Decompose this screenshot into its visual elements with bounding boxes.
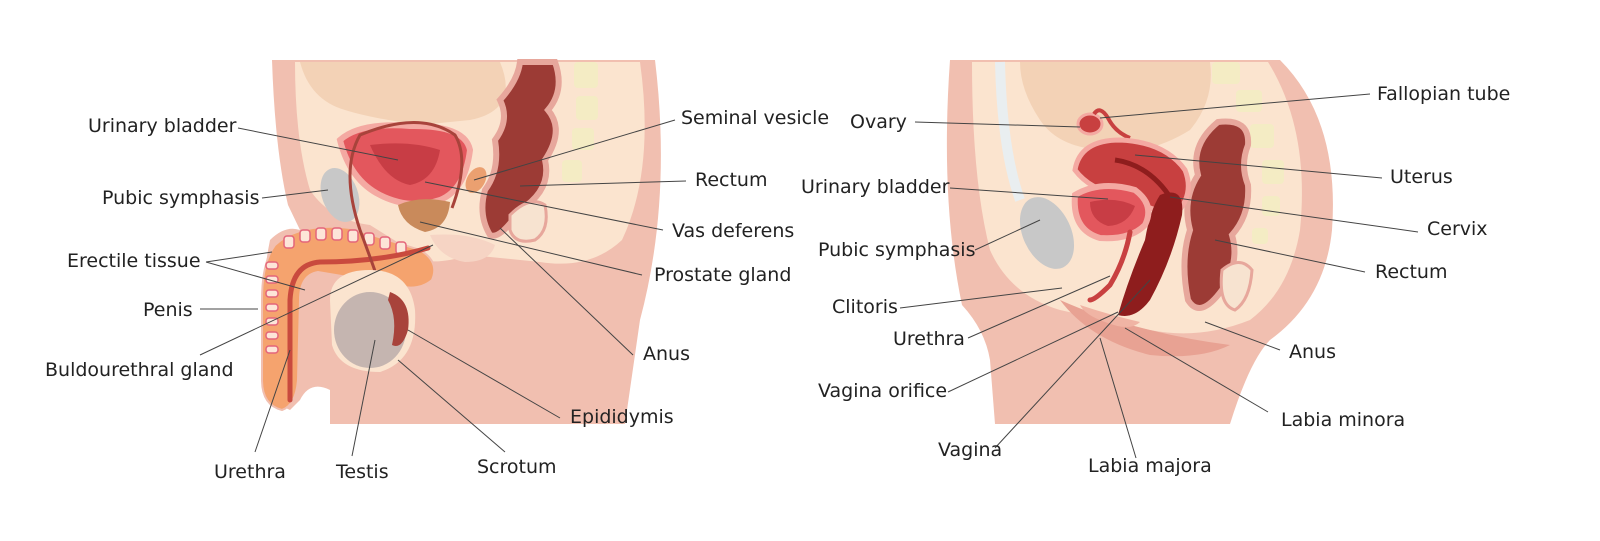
label-male-penis: Penis [143, 299, 193, 321]
male-epididymis [388, 292, 409, 346]
female-labels: Ovary Urinary bladder Pubic symphasis Cl… [801, 83, 1510, 477]
leader-lines [199, 93, 1419, 459]
female-figure [946, 60, 1333, 424]
male-prostate [398, 199, 450, 232]
female-vagina [1118, 192, 1183, 316]
label-female-vagina-orifice: Vagina orifice [818, 380, 947, 402]
label-female-clitoris: Clitoris [832, 296, 898, 318]
male-vas-deferens [348, 121, 464, 301]
label-female-cervix: Cervix [1427, 218, 1488, 240]
female-labia-majora [1060, 300, 1230, 357]
label-female-ovary: Ovary [850, 111, 907, 133]
female-pubic-bone [1019, 197, 1075, 269]
male-sacrum [562, 62, 598, 182]
label-female-fallopian-tube: Fallopian tube [1377, 83, 1510, 105]
label-male-epididymis: Epididymis [570, 406, 674, 428]
label-male-scrotum: Scrotum [477, 456, 557, 478]
label-female-vagina: Vagina [938, 439, 1002, 461]
label-male-buldourethral-gland: Buldourethral gland [45, 359, 234, 381]
male-labels: Urinary bladder Pubic symphasis Erectile… [45, 107, 829, 483]
label-male-vas-deferens: Vas deferens [672, 220, 794, 242]
male-anal-canal [508, 200, 548, 243]
label-female-labia-minora: Labia minora [1281, 409, 1405, 431]
label-male-anus: Anus [643, 343, 690, 365]
label-female-rectum: Rectum [1375, 261, 1447, 283]
label-male-urinary-bladder: Urinary bladder [88, 115, 237, 137]
female-abdomen-tissue [1020, 62, 1211, 151]
male-perineum [430, 234, 495, 262]
label-female-urinary-bladder: Urinary bladder [801, 176, 950, 198]
male-erectile-segments [265, 227, 407, 354]
label-male-erectile-tissue: Erectile tissue [67, 250, 201, 272]
male-abdomen-tissue [300, 62, 506, 125]
female-urethra [1087, 229, 1133, 303]
male-bladder-inner [370, 143, 440, 185]
male-rectum [479, 59, 562, 239]
label-male-pubic-symphasis: Pubic symphasis [102, 187, 259, 209]
label-male-rectum: Rectum [695, 169, 767, 191]
female-sacrum [1212, 62, 1284, 244]
label-female-labia-majora: Labia majora [1088, 455, 1212, 477]
label-male-prostate-gland: Prostate gland [654, 264, 791, 286]
label-female-uterus: Uterus [1390, 166, 1453, 188]
label-male-testis: Testis [335, 461, 389, 483]
male-urethra [287, 245, 431, 403]
female-fallopian-tube [1092, 108, 1131, 140]
female-ovary [1076, 112, 1104, 136]
female-bladder-inner [1090, 199, 1135, 226]
label-female-urethra: Urethra [893, 328, 965, 350]
female-anal-canal [1219, 261, 1254, 312]
male-seminal-vesicle [465, 167, 487, 193]
label-male-seminal-vesicle: Seminal vesicle [681, 107, 829, 129]
female-abdominal-wall [995, 61, 1025, 202]
label-male-urethra: Urethra [214, 461, 286, 483]
female-perineum [1145, 305, 1180, 330]
male-figure [261, 59, 661, 424]
label-female-anus: Anus [1289, 341, 1336, 363]
label-female-pubic-symphasis: Pubic symphasis [818, 239, 975, 261]
male-testis [334, 292, 406, 368]
